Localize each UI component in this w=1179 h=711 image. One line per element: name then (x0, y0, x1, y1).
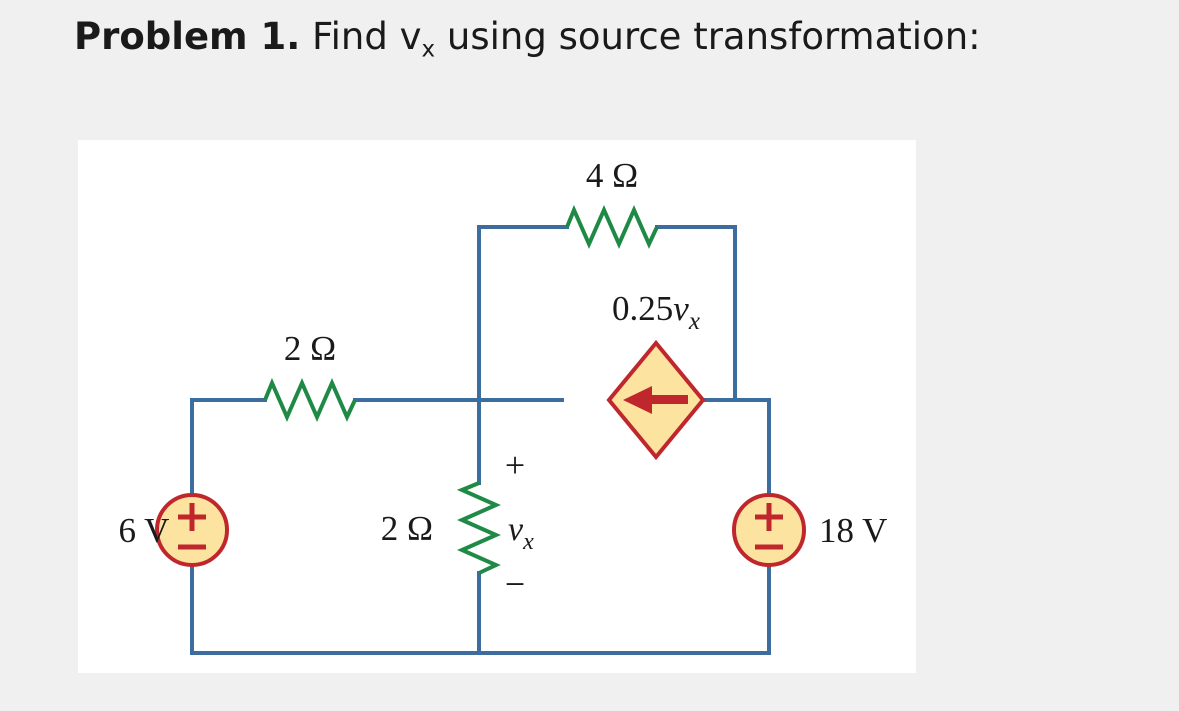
resistor-2ohm-series-zigzag (263, 377, 357, 422)
source-6v-label: 6 V (119, 511, 170, 550)
resistor-2ohm-shunt-zigzag (456, 481, 501, 575)
problem-statement-part2: using source transformation: (435, 15, 981, 58)
vx-label: vx (508, 511, 534, 555)
vx-plus-sign: + (505, 445, 525, 485)
resistor-2ohm-series-label: 2 Ω (284, 329, 336, 368)
resistor-4ohm-label: 4 Ω (586, 156, 638, 195)
dependent-source-arrow-icon (623, 386, 688, 414)
dependent-source-arrowhead (623, 386, 652, 414)
source-18v: 18 V (732, 493, 887, 567)
dependent-source-label: 0.25vx (612, 289, 700, 335)
problem-statement-part1: Find v (300, 15, 422, 58)
resistor-2ohm-shunt-label: 2 Ω (381, 509, 433, 548)
resistor-2ohm-series: 2 Ω (263, 329, 357, 422)
source-18v-polarity (755, 503, 783, 550)
dependent-source-arrow-shaft (650, 395, 688, 404)
dependent-current-source: 0.25vx (606, 289, 706, 461)
dependent-source-label-subscript: x (688, 308, 700, 335)
problem-statement-subscript: x (421, 36, 436, 63)
source-6v: 6 V (119, 493, 229, 567)
circuit-wires (190, 225, 771, 655)
page-title: Problem 1. Find vx using source transfor… (74, 14, 1154, 73)
vx-label-subscript: x (522, 529, 534, 555)
source-18v-label: 18 V (819, 511, 887, 550)
resistor-4ohm-zigzag (565, 204, 659, 249)
vx-minus-sign: − (505, 564, 525, 604)
resistor-4ohm: 4 Ω (565, 156, 659, 249)
source-6v-polarity (178, 503, 206, 550)
resistor-2ohm-shunt: 2 Ω + vx − (381, 445, 534, 604)
problem-number: Problem 1. (74, 15, 301, 58)
dependent-source-label-variable: v (673, 289, 689, 328)
circuit-figure: 4 Ω 2 Ω 2 Ω + vx − (78, 140, 916, 673)
